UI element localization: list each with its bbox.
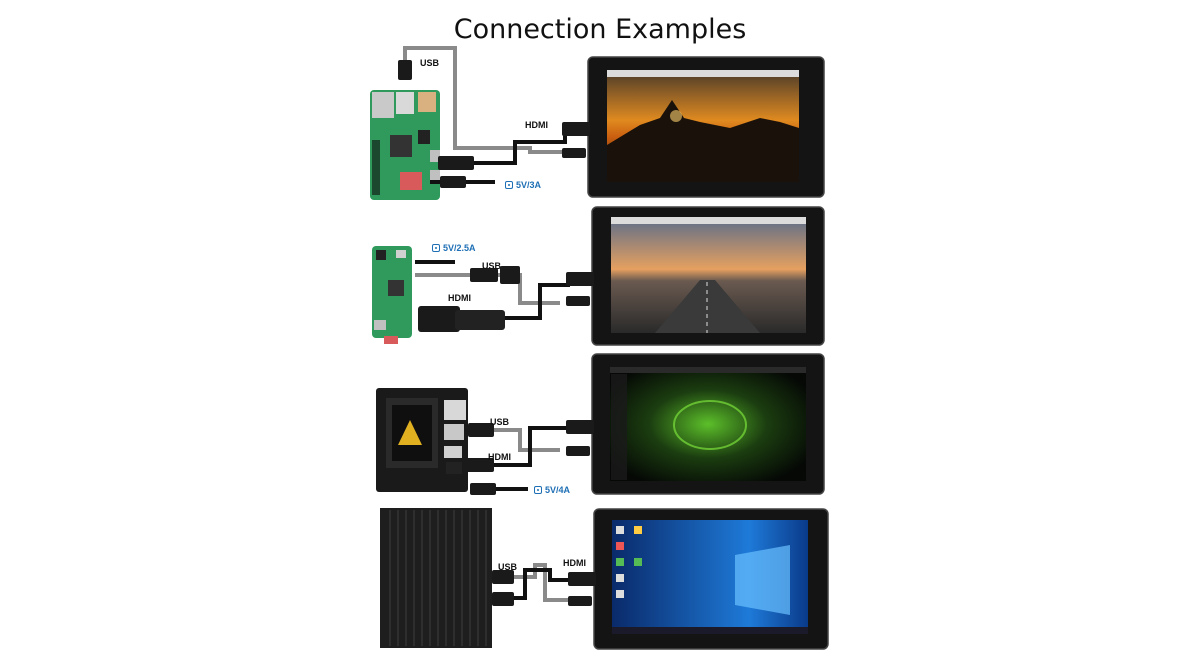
power-label-2: 5V/2.5A: [432, 243, 476, 253]
power-label-3: 5V/4A: [534, 485, 570, 495]
power-text-3: 5V/4A: [545, 485, 571, 495]
hdmi-label-4: HDMI: [563, 558, 586, 568]
mini-pc-box: [380, 508, 492, 648]
usb-cable-2: [415, 260, 560, 305]
hdmi-label-3: HDMI: [488, 452, 511, 462]
row-4-mini-pc: [380, 508, 829, 650]
jetson-nano-board: [376, 388, 468, 492]
row-1-raspberry-pi-4: [370, 46, 825, 200]
page-title: Connection Examples: [453, 14, 747, 45]
raspberry-pi-4-board: [370, 90, 440, 200]
hdmi-cable-1: [438, 122, 590, 170]
power-icon: [432, 244, 440, 252]
usb-label-4: USB: [498, 562, 518, 572]
raspberry-pi-zero-board: [372, 246, 412, 344]
usb-label-1: USB: [420, 58, 440, 68]
power-cable-1: [430, 176, 495, 188]
row-2-raspberry-pi-zero: [372, 206, 825, 346]
hdmi-cable-3: [464, 420, 594, 472]
usb-label-3: USB: [490, 417, 510, 427]
power-text-1: 5V/3A: [516, 180, 542, 190]
usb-cable-3: [468, 423, 560, 452]
power-icon: [505, 181, 513, 189]
display-4: [593, 508, 829, 650]
display-3: [591, 353, 825, 495]
power-text-2: 5V/2.5A: [443, 243, 476, 253]
usb-label-2: USB: [482, 261, 502, 271]
hdmi-cable-2: [418, 272, 594, 332]
usb-cable-4: [492, 563, 570, 602]
usb-cable-1: [398, 46, 568, 154]
row-3-jetson-nano: [376, 353, 825, 495]
hdmi-cable-4: [492, 568, 596, 606]
hdmi-label-1: HDMI: [525, 120, 548, 130]
display-2: [591, 206, 825, 346]
power-label-1: 5V/3A: [505, 180, 541, 190]
power-icon: [534, 486, 542, 494]
hdmi-label-2: HDMI: [448, 293, 471, 303]
display-1: [587, 56, 825, 198]
power-cable-3: [470, 483, 528, 495]
